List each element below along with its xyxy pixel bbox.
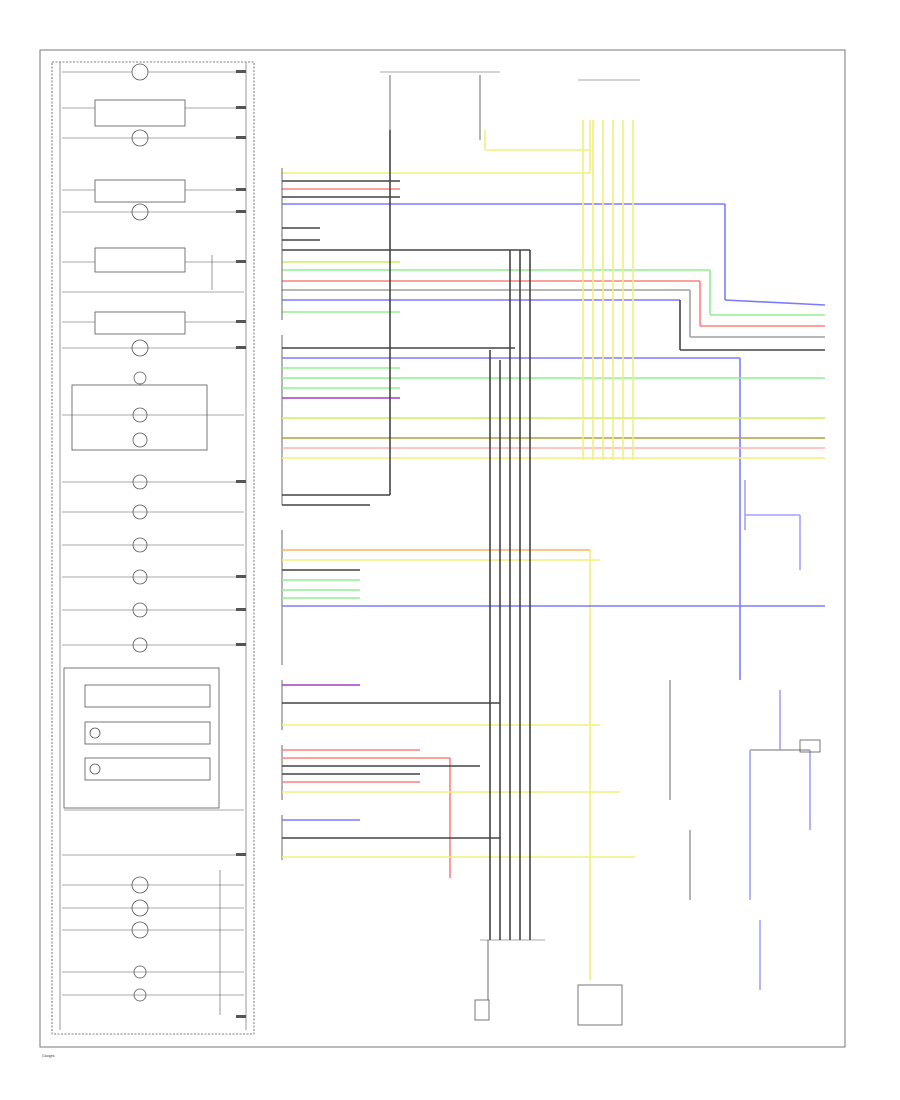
- harness-group-middle: [281, 130, 825, 680]
- ground-drop-wires: [474, 250, 545, 1021]
- harness-group-bottom: [281, 680, 635, 878]
- diagram-frame-label: Gauges: [42, 1054, 55, 1058]
- right-components: [577, 480, 821, 1026]
- top-components: [380, 71, 640, 460]
- cluster-outline: [51, 61, 255, 1035]
- indicator-rows: [62, 63, 244, 1015]
- instrument-cluster: [51, 61, 255, 1035]
- top-right-connector: [578, 79, 640, 460]
- harness-group-lower: [281, 530, 825, 980]
- diagram-frame: [39, 49, 846, 1048]
- harness-group-upper: [281, 120, 826, 351]
- cluster-connector-pins: [236, 70, 246, 1018]
